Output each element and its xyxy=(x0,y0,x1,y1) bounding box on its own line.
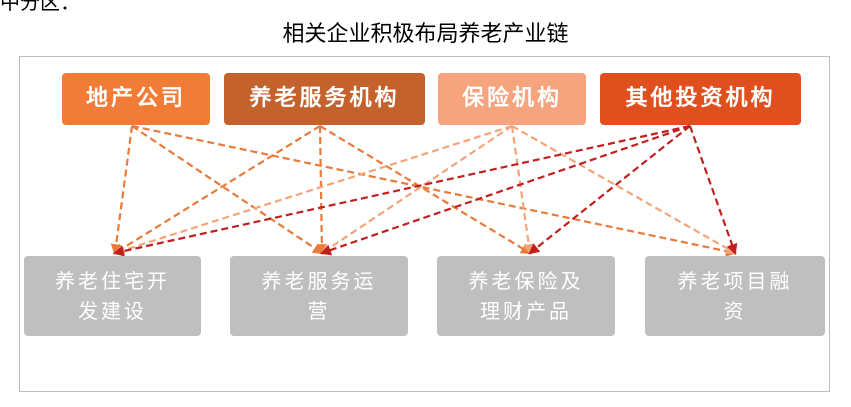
arrow-3-to-0 xyxy=(112,124,691,257)
arrow-0-to-0 xyxy=(110,125,134,256)
arrow-3-to-1 xyxy=(319,124,691,256)
arrow-2-to-2 xyxy=(510,125,535,256)
target-box-elderly-project-financing: 养老项目融 资 xyxy=(645,256,825,336)
arrow-3-to-2 xyxy=(528,125,691,255)
arrow-3-to-3 xyxy=(688,125,738,256)
arrow-1-to-0 xyxy=(113,125,321,255)
arrow-0-to-3 xyxy=(131,124,738,257)
target-box-elderly-housing-development: 养老住宅开 发建设 xyxy=(24,256,201,336)
source-box-insurance-institution: 保险机构 xyxy=(438,73,586,125)
source-box-elderly-care-service-institution: 养老服务机构 xyxy=(224,73,425,125)
page-fragment-text: 中分区： xyxy=(0,0,80,14)
source-box-other-investment-institution: 其他投资机构 xyxy=(600,73,801,125)
arrow-1-to-2 xyxy=(319,125,532,255)
arrow-1-to-1 xyxy=(316,125,328,256)
arrow-2-to-3 xyxy=(511,125,737,255)
source-box-real-estate-company: 地产公司 xyxy=(62,73,210,125)
arrow-2-to-0 xyxy=(112,124,513,256)
diagram-title: 相关企业积极布局养老产业链 xyxy=(282,22,569,47)
arrow-0-to-1 xyxy=(131,125,324,255)
target-box-elderly-insurance-finance: 养老保险及 理财产品 xyxy=(437,256,615,336)
target-box-elderly-service-operation: 养老服务运 营 xyxy=(230,256,408,336)
arrow-2-to-1 xyxy=(320,125,513,255)
